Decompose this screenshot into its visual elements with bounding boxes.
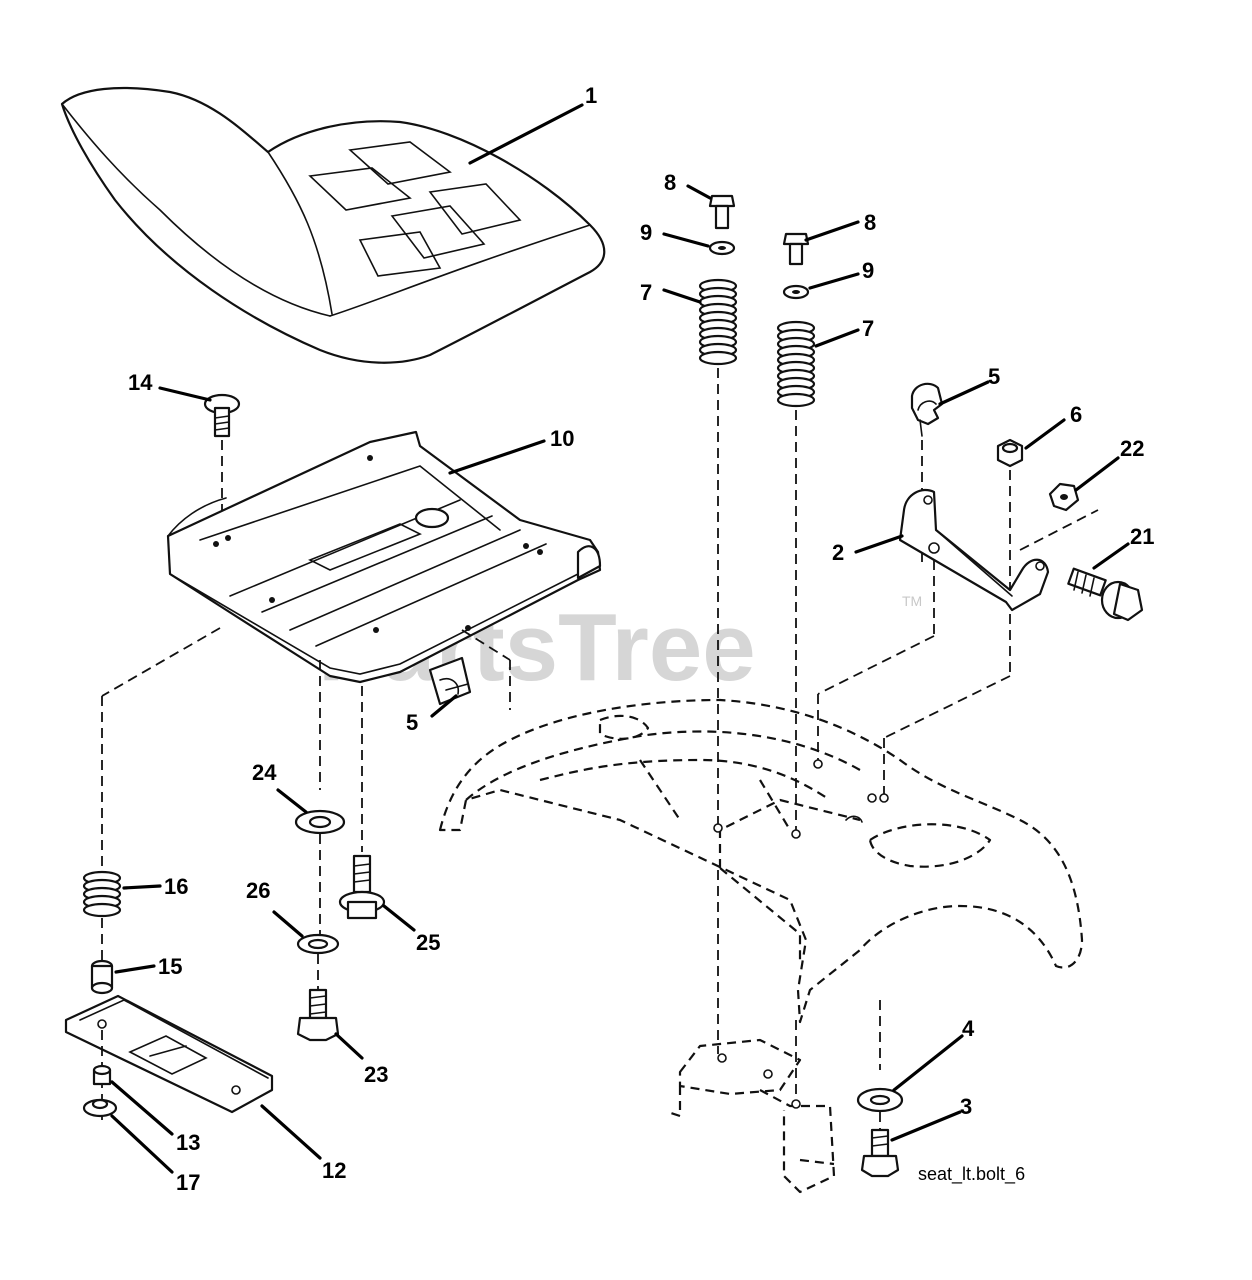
callout-13: 13	[176, 1130, 200, 1155]
leader-7-right	[814, 328, 860, 348]
leader-9-left	[662, 232, 710, 248]
callout-5-left: 5	[406, 710, 418, 735]
leader-10	[448, 439, 546, 475]
callout-10: 10	[550, 426, 574, 451]
callout-9-right: 9	[862, 258, 874, 283]
switch-clip-part-5-left[interactable]	[428, 656, 472, 706]
callout-7-right: 7	[862, 316, 874, 341]
leader-13	[110, 1080, 174, 1136]
callout-12: 12	[322, 1158, 346, 1183]
fender-frame-outline	[438, 698, 1084, 1024]
leader-7-left	[662, 288, 702, 304]
washer-part-9-right[interactable]	[782, 284, 810, 300]
callout-14: 14	[128, 370, 153, 395]
leader-16	[122, 884, 162, 890]
callout-6: 6	[1070, 402, 1082, 427]
callout-21: 21	[1130, 524, 1154, 549]
leader-14	[158, 386, 212, 402]
nut-part-6[interactable]	[996, 438, 1024, 468]
leader-1	[468, 103, 584, 165]
leader-12	[260, 1104, 322, 1160]
leader-26	[272, 910, 304, 938]
flange-nut-part-17[interactable]	[82, 1098, 118, 1118]
lock-washer-part-26[interactable]	[296, 933, 340, 955]
watermark-tm: TM	[902, 593, 922, 609]
callout-5-right: 5	[988, 364, 1000, 389]
leader-6	[1024, 418, 1066, 450]
callout-24: 24	[252, 760, 277, 785]
shoulder-bolt-part-21[interactable]	[1067, 567, 1144, 622]
callout-1: 1	[585, 83, 597, 108]
leader-22	[1074, 456, 1120, 492]
leader-8-right	[804, 220, 860, 242]
washer-part-9-left[interactable]	[708, 240, 736, 256]
guide-22	[1019, 509, 1099, 551]
washer-part-24[interactable]	[294, 809, 346, 835]
guide-6-b	[883, 675, 1011, 739]
callout-26: 26	[246, 878, 270, 903]
callout-4: 4	[962, 1016, 975, 1041]
leader-8-left	[686, 184, 712, 200]
callout-3: 3	[960, 1094, 972, 1119]
lower-mount-bracket	[667, 1038, 836, 1194]
leader-3	[890, 1110, 962, 1142]
seat-pan-part-10[interactable]	[166, 430, 602, 684]
carriage-bolt-part-14[interactable]	[203, 393, 241, 438]
leader-5-right	[938, 380, 990, 406]
leader-25	[382, 904, 416, 932]
callout-8-left: 8	[664, 170, 676, 195]
hex-bolt-part-3[interactable]	[860, 1128, 900, 1178]
hex-bolt-part-23[interactable]	[296, 988, 340, 1042]
guide-2-b	[817, 635, 935, 695]
callout-15: 15	[158, 954, 182, 979]
bolt-part-8-right[interactable]	[782, 232, 810, 266]
spacer-part-15[interactable]	[90, 959, 114, 995]
callout-2: 2	[832, 540, 844, 565]
callout-23: 23	[364, 1062, 388, 1087]
spring-part-7-left[interactable]	[698, 278, 738, 366]
nut-part-22[interactable]	[1048, 482, 1080, 512]
seat-part-1[interactable]	[60, 86, 606, 364]
leader-2	[854, 534, 904, 554]
diagram-reference-label: seat_lt.bolt_6	[918, 1164, 1025, 1185]
leader-9-right	[808, 272, 860, 290]
callout-25: 25	[416, 930, 440, 955]
spring-part-16[interactable]	[82, 870, 122, 918]
bracket-part-2[interactable]	[898, 488, 1050, 612]
leader-21	[1092, 542, 1130, 570]
callout-8-right: 8	[864, 210, 876, 235]
washer-part-4[interactable]	[856, 1087, 904, 1113]
leader-15	[114, 964, 156, 974]
spring-part-7-right[interactable]	[776, 320, 816, 408]
hinge-plate-part-12[interactable]	[64, 994, 274, 1114]
leader-24	[276, 788, 308, 814]
guide-pan-left	[101, 627, 221, 697]
callout-16: 16	[164, 874, 188, 899]
callout-9-left: 9	[640, 220, 652, 245]
bolt-part-8-left[interactable]	[708, 194, 736, 230]
leader-17	[110, 1114, 174, 1174]
callout-7-left: 7	[640, 280, 652, 305]
switch-clip-part-5-right[interactable]	[910, 382, 944, 437]
leader-23	[334, 1032, 364, 1060]
shoulder-bolt-part-25[interactable]	[338, 854, 386, 920]
callout-17: 17	[176, 1170, 200, 1195]
leader-5-left	[430, 694, 458, 718]
nut-part-13[interactable]	[92, 1064, 112, 1086]
guide-5-left-a	[461, 629, 511, 661]
callout-22: 22	[1120, 436, 1144, 461]
leader-4	[892, 1034, 964, 1092]
